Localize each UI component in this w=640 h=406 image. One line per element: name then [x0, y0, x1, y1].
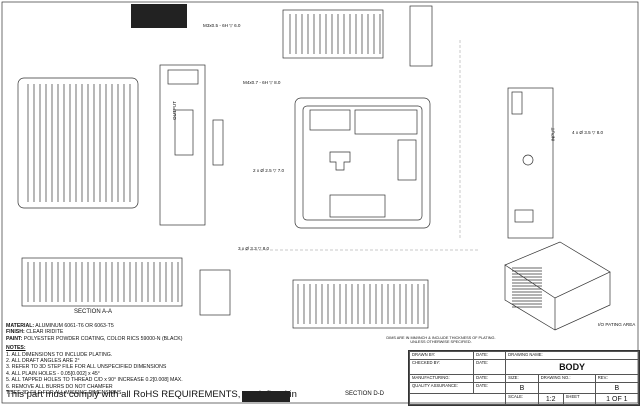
- paint-line: PAINT: POLYESTER POWDER COATING, COLOR R…: [6, 335, 183, 342]
- section-a-caption: SECTION A-A: [74, 309, 113, 315]
- sheet-value: 1 OF 1: [594, 393, 640, 405]
- qa-label: QUALITY ASSURANCE:: [408, 382, 475, 395]
- note-item: 4. ALL PLAIN HOLES - 0.05[0.002] x 45°: [6, 370, 100, 377]
- disclaimer-text: DIMS ARE IN MM/INCH & INCLUDE THICKNESS …: [386, 336, 496, 345]
- size-label: SIZE:: [505, 374, 539, 384]
- side-view: [159, 64, 206, 226]
- redacted-header: [131, 4, 187, 28]
- dim-2x-label: 2 x Ø 2.5 ▽ 7.0: [253, 168, 285, 173]
- top-fin-view: [282, 9, 384, 59]
- finish-line: FINISH: CLEAR IRIDITE: [6, 329, 64, 336]
- scale-label: SCALE:: [505, 393, 539, 405]
- notes-block: MATERIAL: ALUMINUM 6061-T6 OR 6063-T5 FI…: [6, 323, 276, 396]
- note-item: 3. REFER TO 3D STEP FILE FOR ALL UNSPECI…: [6, 364, 167, 371]
- date-label: DATE:: [473, 374, 507, 384]
- section-d-view: [292, 279, 429, 329]
- drawing-no-label: DRAWING NO.:: [537, 374, 596, 384]
- title-block: DRAWN BY: DATE: DRAWING NAME: CHECKED BY…: [408, 350, 640, 406]
- thread-label-2: M4x0.7 - 6H ▽ 8.0: [243, 80, 281, 85]
- main-body-view: [294, 97, 431, 229]
- sheet-label: SHEET: [562, 393, 596, 405]
- thread-label-1: M3x0.5 - 6H ▽ 6.0: [203, 23, 241, 28]
- right-side-view: [507, 87, 554, 239]
- note-item: 5. ALL TAPPED HOLES TO THREAD C/D x 90° …: [6, 377, 183, 384]
- blank-cell: [408, 393, 507, 405]
- date-label: DATE:: [473, 359, 507, 376]
- input-label: INPUT: [550, 127, 556, 142]
- redacted-rohs-ref: [242, 391, 290, 402]
- checked-by-label: CHECKED BY:: [408, 359, 475, 376]
- material-line: MATERIAL: ALUMINUM 6061-T6 OR 6063-T5: [6, 323, 114, 329]
- size-value: B: [505, 382, 539, 395]
- scale-value: 1:2: [537, 393, 564, 405]
- section-a-view: [21, 257, 183, 307]
- note-item: 2. ALL DRAFT ANGLES ARE 2°: [6, 358, 80, 365]
- note-item: 1. ALL DIMENSIONS TO INCLUDE PLATING.: [6, 351, 113, 358]
- note-item: 6. REMOVE ALL BURRS DO NOT CHAMFER: [6, 383, 113, 390]
- io-area-label: I/O PATING AREA: [598, 322, 636, 327]
- drawing-name: BODY: [505, 359, 639, 376]
- rev-value: B: [594, 382, 640, 395]
- notes-header: NOTES:: [6, 345, 26, 352]
- note-item: 7.SEE 3D FILE FOR ALL MISSING DIMENSIONS: [6, 390, 122, 397]
- rohs-statement: This part must comply with all RoHS REQU…: [6, 389, 297, 400]
- output-label: OUTPUT: [171, 101, 177, 120]
- rev-label: REV.:: [594, 374, 640, 384]
- date-label: DATE:: [473, 382, 507, 395]
- drawing-name-label: DRAWING NAME:: [505, 350, 639, 361]
- date-label: DATE:: [473, 350, 507, 361]
- heatsink-top-view: [17, 77, 139, 209]
- manufacturing-label: MANUFACTURING:: [408, 374, 475, 384]
- dim-3x-label: 3 x Ø 3.3 ▽ 8.0: [238, 246, 270, 251]
- drawing-no-value: [537, 382, 596, 395]
- drawn-by-label: DRAWN BY:: [408, 350, 475, 361]
- section-d-caption: SECTION D-D: [345, 391, 384, 397]
- dim-4x-label: 4 x Ø 3.5 ▽ 8.0: [572, 130, 604, 135]
